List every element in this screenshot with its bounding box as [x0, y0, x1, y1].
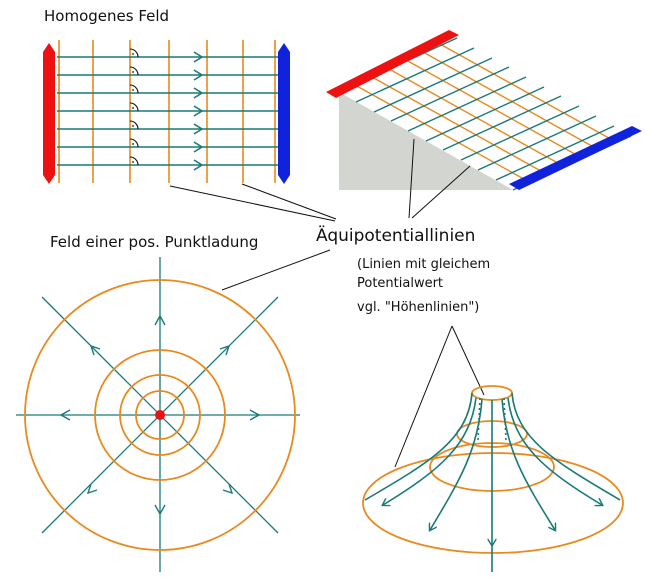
potential-slope-panel — [326, 30, 642, 191]
positive-plate-3d — [326, 30, 459, 98]
leader-line — [411, 165, 471, 219]
arrowhead-icon — [222, 483, 234, 495]
equipotential-ellipse — [362, 452, 624, 554]
homogeneous-field-title: Homogenes Feld — [44, 7, 170, 25]
leader-line — [408, 138, 415, 219]
equipotential-line — [439, 43, 617, 143]
leader-line — [394, 325, 453, 468]
right-angle-icon — [129, 156, 139, 166]
leader-line — [241, 183, 337, 220]
field-line — [507, 397, 602, 505]
homogeneous-field-panel — [43, 40, 290, 184]
arrowhead-icon — [193, 123, 204, 135]
homogeneous-field-lines — [57, 56, 278, 166]
leader-line — [221, 249, 331, 291]
leader-lines — [169, 138, 485, 468]
equipotential-ellipse — [471, 385, 513, 401]
arrowhead-icon — [219, 344, 231, 356]
positive-plate — [43, 43, 55, 184]
right-angle-icon — [129, 84, 139, 94]
note-line-2: Potentialwert — [357, 276, 444, 291]
equipotential-line — [405, 59, 583, 159]
field-line — [501, 398, 555, 530]
arrowhead-icon — [89, 344, 101, 356]
arrowhead-icon — [193, 69, 204, 81]
radial-arrowheads — [59, 314, 261, 516]
arrowhead-icon — [193, 141, 204, 153]
field-line — [425, 86, 545, 142]
potential-funnel-panel — [362, 385, 624, 572]
equipotential-line — [422, 51, 600, 151]
equipotential-circle — [135, 390, 185, 440]
point-charge-title: Feld einer pos. Punktladung — [50, 233, 259, 251]
equipotential-circle — [119, 374, 201, 456]
right-angle-icon — [129, 102, 139, 112]
field-line — [383, 397, 477, 505]
field-line — [477, 115, 597, 171]
arrowhead-icon — [59, 409, 71, 421]
arrowhead-icon — [249, 409, 261, 421]
field-line — [373, 57, 493, 113]
arrowhead-icon — [193, 159, 204, 171]
right-angle-icon — [129, 138, 139, 148]
field-line — [442, 95, 562, 151]
right-angle-icon — [129, 120, 139, 130]
concentric-equipotentials — [24, 279, 296, 551]
field-line — [495, 125, 615, 181]
slope-equipotential-lines — [354, 43, 617, 184]
leader-line — [451, 325, 485, 396]
leader-line — [169, 185, 336, 222]
arrowhead-icon — [193, 87, 204, 99]
arrowhead-icon — [154, 314, 166, 326]
funnel-outline — [364, 392, 473, 501]
negative-plate — [278, 43, 290, 184]
point-charge-panel — [16, 257, 300, 572]
arrowhead-icon — [86, 483, 98, 495]
right-angle-icon — [129, 48, 139, 58]
right-angle-markers — [129, 48, 139, 166]
homogeneous-arrowheads — [193, 51, 204, 171]
point-charge — [155, 410, 165, 420]
arrowhead-icon — [193, 51, 204, 63]
field-line — [407, 76, 527, 132]
field-line — [355, 47, 475, 103]
field-line — [390, 66, 510, 122]
note-line-1: (Linien mit gleichem — [357, 257, 491, 272]
field-line — [430, 398, 483, 530]
funnel-outline — [511, 392, 621, 501]
equipotential-label: Äquipotentiallinien — [316, 226, 476, 246]
note-line-3: vgl. "Höhenlinien") — [357, 300, 480, 315]
equipotential-circle — [24, 279, 296, 551]
equipotential-circle — [94, 349, 226, 481]
arrowhead-icon — [193, 105, 204, 117]
field-line — [460, 105, 580, 161]
right-angle-icon — [129, 66, 139, 76]
negative-plate-3d — [509, 126, 642, 190]
equipotential-line — [354, 84, 532, 184]
arrowhead-icon — [154, 504, 166, 516]
